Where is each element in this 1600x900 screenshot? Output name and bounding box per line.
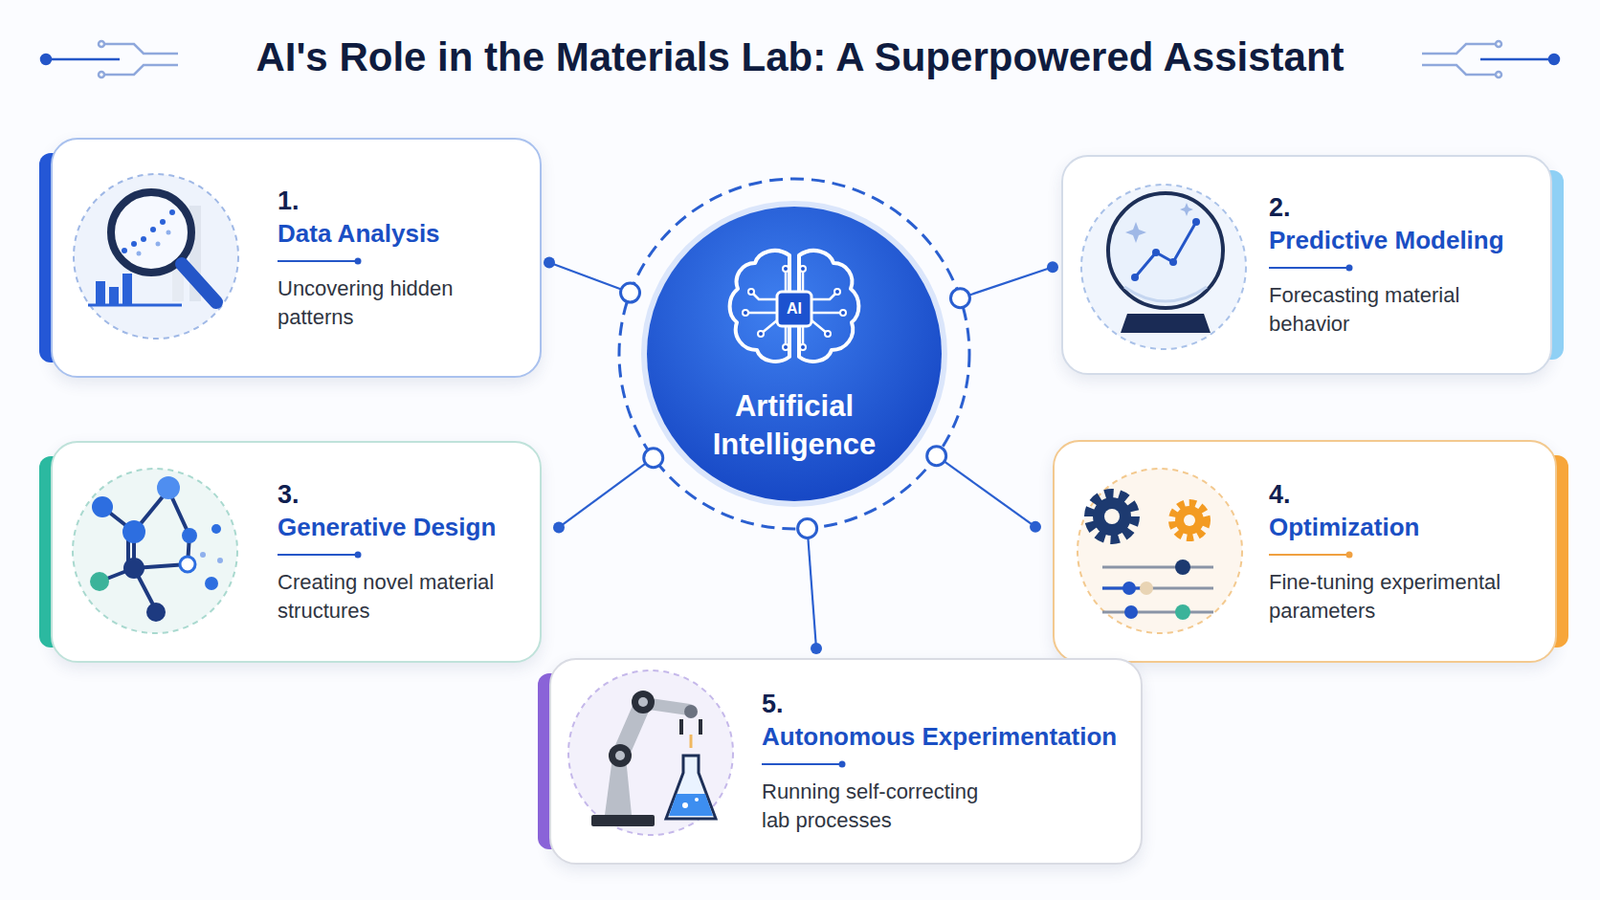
brain-icon [730,250,860,362]
ai-core-label: Artificial Intelligence [684,387,905,465]
ai-core-label-wrap: Artificial Intelligence [645,387,943,465]
ring-port [798,518,818,538]
feature-card: 1.Data AnalysisUncovering hidden pattern… [50,137,542,378]
end-dot [1046,261,1059,273]
card-description: Forecasting material behavior [1268,281,1528,339]
feature-card: 2.Predictive ModelingForecasting materia… [1061,155,1553,376]
connector [950,261,1059,308]
connector-line [807,528,817,649]
crystal-ball-icon [1081,184,1246,350]
card-heading: Predictive Modeling [1268,223,1528,257]
step-number: 3. [277,478,517,512]
card-text: 3.Generative DesignCreating novel materi… [277,478,517,626]
step-number: 5. [761,688,1117,721]
feature-card: 3.Generative DesignCreating novel materi… [50,441,542,664]
title-circuit-left [41,41,178,78]
end-dot [553,521,565,534]
card-text: 2.Predictive ModelingForecasting materia… [1268,191,1528,339]
connector [927,446,1042,534]
card-description: Creating novel material structures [277,568,517,626]
heading-underline [277,551,364,559]
connector-line [936,456,1036,528]
card-text: 4.OptimizationFine-tuning experimental p… [1268,478,1533,626]
connector-line [959,266,1053,298]
connector-line [558,458,654,529]
feature-card: 4.OptimizationFine-tuning experimental p… [1052,440,1557,664]
card-text: 5.Autonomous ExperimentationRunning self… [761,688,1117,836]
molecule-icon [72,468,238,634]
diagram-title: AI's Role in the Materials Lab: A Superp… [255,32,1344,83]
heading-underline [277,257,364,266]
step-number: 4. [1268,478,1533,512]
dashed-ring [619,178,970,530]
ring-port [927,446,947,467]
end-dot [1029,521,1042,534]
connector [798,518,823,655]
title-circuit-right [1422,41,1559,78]
feature-card: 5.Autonomous ExperimentationRunning self… [549,658,1143,866]
end-dot [543,257,556,269]
chip-label: AI [786,300,802,318]
card-description: Running self-correcting lab processes [761,777,1011,836]
gears-sliders-icon [1077,468,1243,634]
heading-underline [761,760,848,769]
end-dot [810,643,823,655]
connector [553,448,664,534]
ai-core-circle: Artificial Intelligence [645,205,943,503]
step-number: 1. [277,184,517,218]
ring-port [621,283,641,303]
connector-line [549,263,631,294]
card-heading: Optimization [1268,511,1533,544]
ring-port [950,288,970,309]
title-wrap: AI's Role in the Materials Lab: A Superp… [0,32,1600,83]
connector [543,257,641,304]
card-heading: Generative Design [277,511,517,544]
heading-underline [1268,264,1356,272]
heading-underline [1268,551,1356,559]
magnifier-icon [73,174,239,339]
robot-arm-icon [568,670,734,836]
card-description: Fine-tuning experimental parameters [1268,568,1533,626]
core-disc [646,206,942,502]
core-halo [641,200,948,508]
card-heading: Autonomous Experimentation [761,720,1117,754]
card-heading: Data Analysis [277,217,517,250]
card-text: 1.Data AnalysisUncovering hidden pattern… [277,184,517,333]
step-number: 2. [1268,191,1528,224]
card-description: Uncovering hidden patterns [277,274,517,333]
ring-port [644,448,664,468]
